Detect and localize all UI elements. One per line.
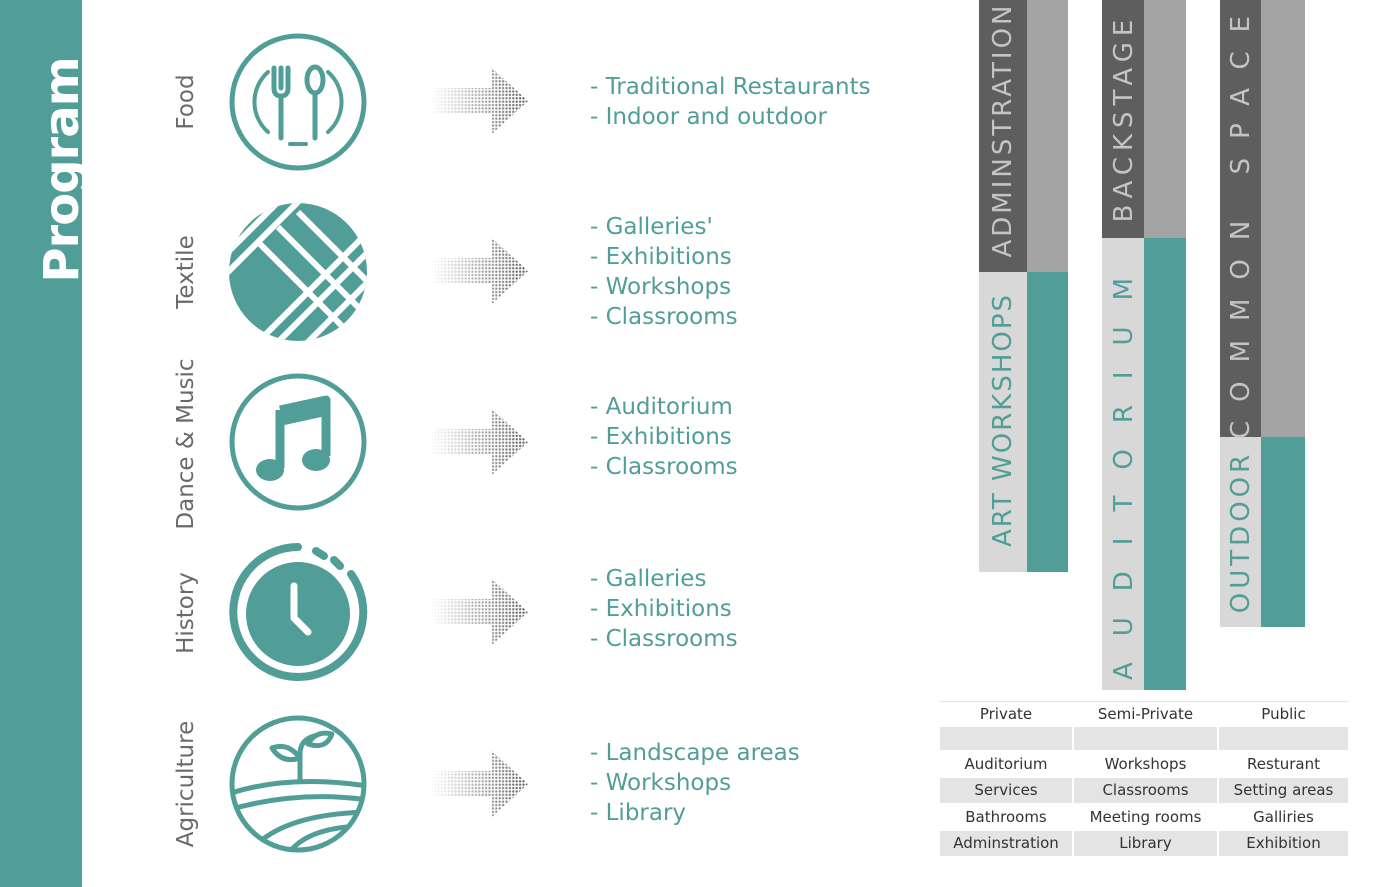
list-item: - Landscape areas [590,740,800,766]
bar-outdoor [1220,437,1261,627]
bar-administration [979,0,1027,272]
bar-label-common-space: COMMON SPACE [1226,0,1256,440]
list-item: - Auditorium [590,394,733,420]
bar-art-workshops [979,272,1027,572]
arrow-right-icon [430,409,528,475]
zoning-table: Private Semi-Private Public Auditorium W… [940,701,1348,857]
arrow-right-icon [430,579,528,645]
table-cell: Services [940,777,1074,804]
bar-label-auditorium: AUDITORIUM [1109,251,1139,681]
table-cell: Adminstration [940,830,1074,857]
program-list-dance-music: - Auditorium - Exhibitions - Classrooms [590,392,738,482]
sidebar-band [0,0,82,887]
list-item: - Classrooms [590,626,738,652]
program-list-history: - Galleries - Exhibitions - Classrooms [590,564,738,654]
bar-common-space-fill [1261,0,1305,437]
table-cell: Resturant [1219,751,1348,778]
bar-administration-fill [1027,0,1068,272]
list-item: - Indoor and outdoor [590,104,827,130]
arrow-right-icon [430,751,528,817]
plate-cutlery-icon [229,33,367,171]
bar-auditorium [1102,238,1144,690]
table-row: Adminstration Library Exhibition [940,830,1348,857]
table-cell: Auditorium [940,751,1074,778]
bar-label-outdoor: OUTDOOR [1226,450,1256,614]
program-list-agriculture: - Landscape areas - Workshops - Library [590,738,800,828]
table-cell: Meeting rooms [1074,804,1219,831]
sprout-field-icon [229,715,367,853]
category-label-textile: Textile [173,235,199,309]
table-row: Auditorium Workshops Resturant [940,751,1348,778]
list-item: - Library [590,800,687,826]
table-spacer-row [940,727,1348,751]
arrow-right-icon [430,68,528,134]
table-row: Bathrooms Meeting rooms Galliries [940,804,1348,831]
program-list-food: - Traditional Restaurants - Indoor and o… [590,72,871,132]
list-item: - Workshops [590,274,732,300]
table-cell: Exhibition [1219,830,1348,857]
page-title: Program [34,57,90,283]
list-item: - Classrooms [590,454,738,480]
bar-art-workshops-fill [1027,272,1068,572]
yarn-ball-icon [229,203,367,341]
table-header-row: Private Semi-Private Public [940,701,1348,727]
bar-label-art-workshops: ART WORKSHOPS [988,292,1018,548]
bar-label-backstage: BACKSTAGE [1109,13,1139,223]
table-cell: Library [1074,830,1219,857]
list-item: - Exhibitions [590,424,732,450]
clock-icon [229,543,368,681]
table-cell: Bathrooms [940,804,1074,831]
bar-outdoor-fill [1261,437,1305,627]
column-header: Semi-Private [1074,702,1219,727]
table-cell: Setting areas [1219,777,1348,804]
bar-label-administration: ADMINSTRATION [988,2,1018,258]
bar-common-space [1220,0,1261,437]
music-note-icon [229,373,367,511]
list-item: - Classrooms [590,304,738,330]
category-label-dance-music: Dance & Music [173,358,199,530]
list-item: - Exhibitions [590,596,732,622]
column-header: Public [1219,702,1348,727]
bar-backstage [1102,0,1144,238]
category-label-history: History [173,572,199,654]
list-item: - Exhibitions [590,244,732,270]
program-list-textile: - Galleries' - Exhibitions - Workshops -… [590,212,738,332]
table-cell: Workshops [1074,751,1219,778]
bar-auditorium-fill [1144,238,1186,690]
table-row: Services Classrooms Setting areas [940,777,1348,804]
bar-backstage-fill [1144,0,1186,238]
arrow-right-icon [430,238,528,304]
list-item: - Traditional Restaurants [590,74,871,100]
list-item: - Galleries' [590,214,713,240]
table-cell: Galliries [1219,804,1348,831]
table-cell: Classrooms [1074,777,1219,804]
list-item: - Workshops [590,770,732,796]
column-header: Private [940,702,1074,727]
category-label-agriculture: Agriculture [173,720,199,848]
category-label-food: Food [173,74,199,130]
list-item: - Galleries [590,566,707,592]
